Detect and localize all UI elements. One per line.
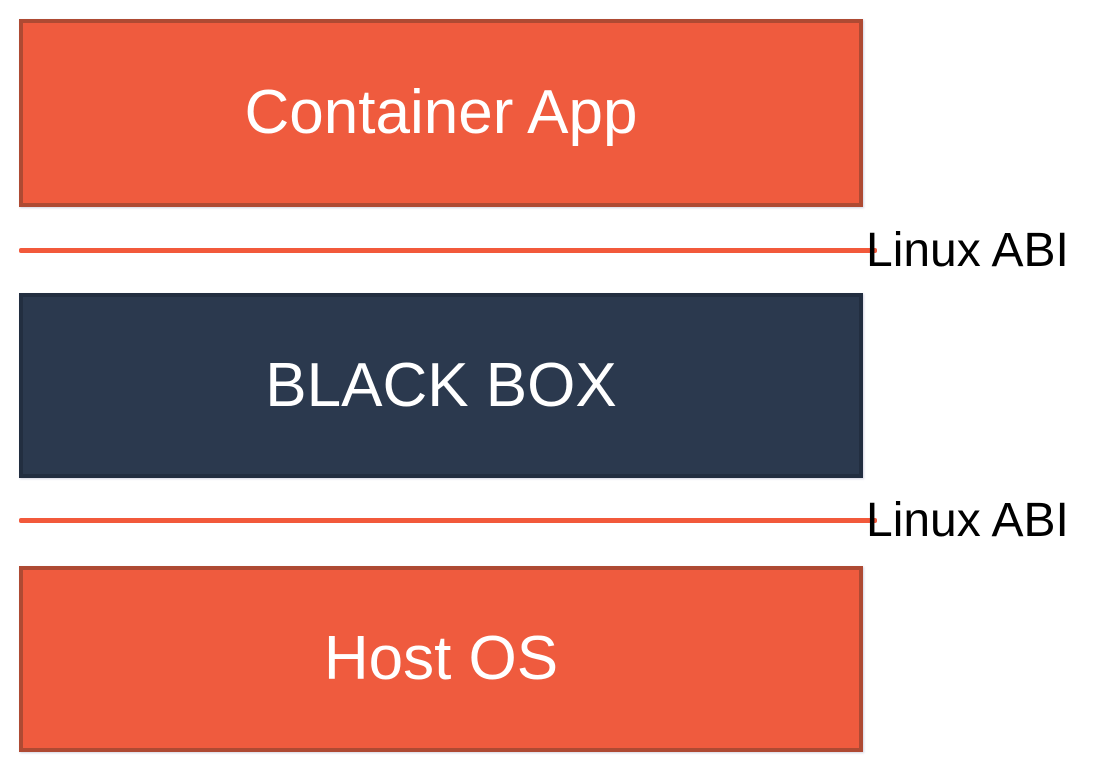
host-os-box: Host OS [19,566,863,752]
container-app-label: Container App [244,78,638,147]
host-os-label: Host OS [323,624,559,693]
linux-abi-line-top [19,248,877,253]
linux-abi-label-bottom: Linux ABI [866,494,1069,547]
linux-abi-line-bottom [19,518,877,523]
black-box-label: BLACK BOX [265,350,617,420]
container-app-box: Container App [19,19,863,207]
black-box: BLACK BOX [19,293,863,478]
linux-abi-label-top: Linux ABI [866,224,1069,277]
